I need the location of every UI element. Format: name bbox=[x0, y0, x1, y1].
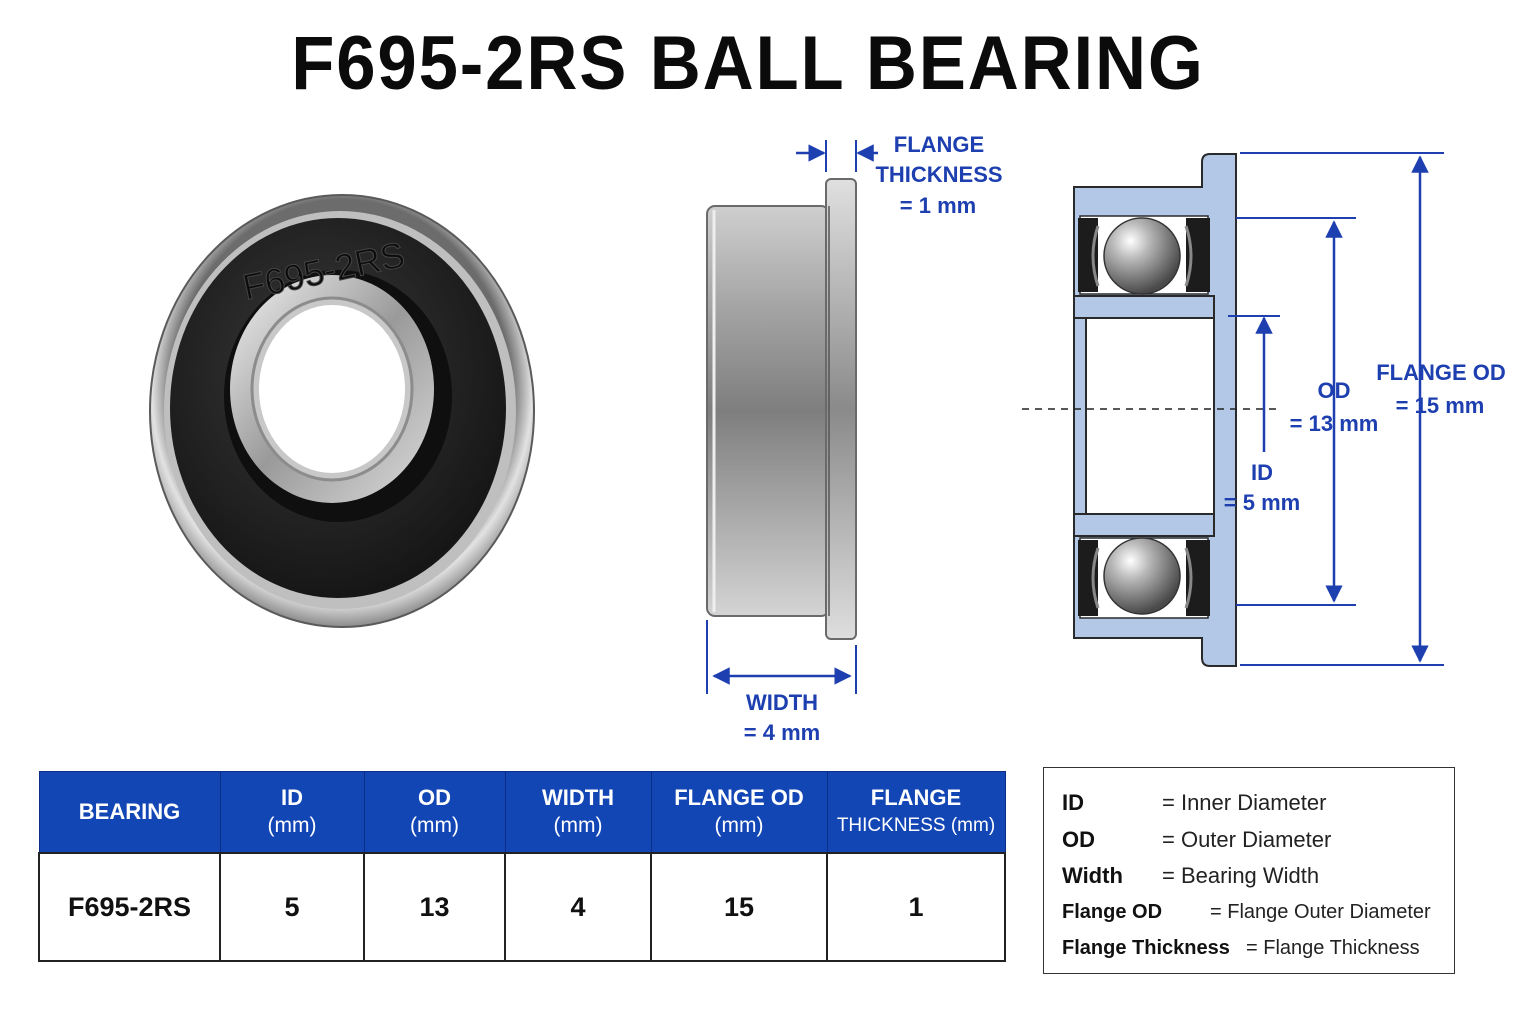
col-header-flange-od: FLANGE OD(mm) bbox=[650, 771, 828, 854]
bearing-front-view: F695-2RS bbox=[149, 194, 535, 628]
flange-od-dimension: FLANGE OD = 15 mm bbox=[1240, 152, 1506, 666]
width-dimension: WIDTH = 4 mm bbox=[706, 620, 857, 745]
id-label: ID bbox=[1251, 460, 1273, 485]
flange-od-label: FLANGE OD bbox=[1376, 360, 1506, 385]
cell-flange-od: 15 bbox=[650, 852, 828, 962]
legend-box: ID = Inner Diameter OD = Outer Diameter … bbox=[1043, 767, 1455, 974]
bearing-cross-section bbox=[1022, 153, 1280, 667]
od-dimension: OD = 13 mm bbox=[1236, 217, 1379, 606]
page-title: F695-2RS BALL BEARING bbox=[291, 21, 1205, 106]
table-row: F695-2RS 5 13 4 15 1 bbox=[38, 852, 1006, 962]
od-label: OD bbox=[1318, 378, 1351, 403]
col-header-id: ID(mm) bbox=[219, 771, 365, 854]
cell-id: 5 bbox=[219, 852, 365, 962]
cell-width: 4 bbox=[504, 852, 652, 962]
col-header-od: OD(mm) bbox=[363, 771, 506, 854]
flange-thickness-dimension: FLANGE THICKNESS = 1 mm bbox=[796, 132, 1003, 218]
flange-thickness-label-1: FLANGE bbox=[894, 132, 984, 157]
id-dimension: ID = 5 mm bbox=[1224, 315, 1300, 515]
cell-od: 13 bbox=[363, 852, 506, 962]
id-value: = 5 mm bbox=[1224, 490, 1300, 515]
od-value: = 13 mm bbox=[1290, 411, 1379, 436]
width-value: = 4 mm bbox=[744, 720, 820, 745]
flange-thickness-value: = 1 mm bbox=[900, 193, 976, 218]
col-header-width: WIDTH(mm) bbox=[504, 771, 652, 854]
flange-thickness-label-2: THICKNESS bbox=[875, 162, 1002, 187]
cell-flange-thickness: 1 bbox=[826, 852, 1006, 962]
table-header-row: BEARING ID(mm) OD(mm) WIDTH(mm) FLANGE O… bbox=[38, 771, 1006, 854]
flange-od-value: = 15 mm bbox=[1396, 393, 1485, 418]
width-label: WIDTH bbox=[746, 690, 818, 715]
cell-bearing: F695-2RS bbox=[38, 852, 221, 962]
col-header-bearing: BEARING bbox=[38, 771, 221, 854]
spec-table: BEARING ID(mm) OD(mm) WIDTH(mm) FLANGE O… bbox=[38, 771, 1006, 962]
bearing-side-view bbox=[706, 178, 857, 640]
